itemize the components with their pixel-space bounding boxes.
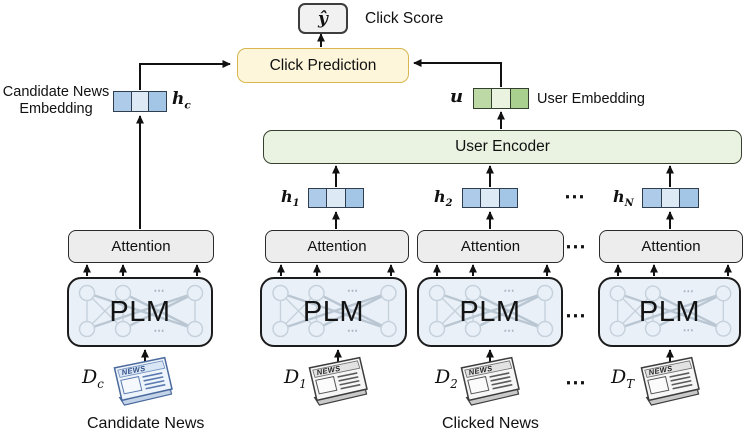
embedding-cell (326, 189, 345, 207)
clicked-news-caption: Clicked News (442, 415, 539, 432)
candidate-embedding-vector (113, 91, 167, 112)
plm-box-1: ⋯ ⋯ PLM (260, 277, 407, 347)
plm-network-graphic: ⋯ ⋯ (609, 285, 732, 337)
click-score-box: ŷ (298, 3, 348, 34)
click-prediction-label: Click Prediction (269, 56, 377, 74)
user-encoder-box: User Encoder (263, 130, 742, 164)
hc-symbol: hc (172, 89, 191, 112)
svg-text:⋯: ⋯ (154, 325, 165, 337)
embedding-cell (474, 89, 492, 108)
plm-label: PLM (638, 295, 701, 328)
user-embedding-label: User Embedding (537, 91, 645, 107)
newspaper-icon-1: NEWS (308, 356, 368, 406)
newspaper-icon-T: NEWS (640, 356, 700, 406)
ellipsis-attention: ⋯ (565, 235, 587, 258)
user-embedding-vector (473, 88, 529, 109)
embedding-cell (463, 189, 481, 207)
hN-symbol: hN (613, 187, 634, 210)
news-embedding-vector-1 (308, 188, 364, 208)
svg-text:⋯: ⋯ (347, 325, 358, 337)
ellipsis-documents: ⋯ (565, 371, 587, 394)
embedding-cell (480, 189, 499, 207)
embedding-cell (130, 92, 149, 111)
yhat-symbol: ŷ (318, 8, 328, 29)
plm-label: PLM (109, 295, 171, 328)
embedding-cell (344, 189, 363, 207)
plm-box-2: ⋯ ⋯ PLM (417, 277, 563, 347)
embedding-cell (309, 189, 327, 207)
svg-text:⋯: ⋯ (504, 325, 515, 337)
plm-box-candidate: ⋯ ⋯ PLM (67, 277, 213, 347)
attention-box-N: Attention (599, 230, 743, 263)
click-prediction-box: Click Prediction (237, 48, 409, 83)
svg-text:⋯: ⋯ (347, 285, 358, 297)
plm-box-N: ⋯ ⋯ PLM (598, 277, 741, 347)
candidate-news-caption: Candidate News (87, 415, 205, 432)
embedding-cell (148, 92, 167, 111)
plm-label: PLM (459, 295, 521, 328)
click-score-label: Click Score (365, 10, 444, 27)
h1-symbol: h1 (281, 187, 300, 210)
dT-symbol: DT (611, 366, 635, 391)
plm-label: PLM (302, 295, 365, 328)
u-symbol: u (450, 86, 464, 107)
embedding-cell (660, 189, 680, 207)
embedding-cell (509, 89, 528, 108)
attention-box-2: Attention (417, 230, 564, 263)
newspaper-icon-2: NEWS (460, 356, 520, 406)
candidate-embedding-label: Candidate News Embedding (2, 84, 110, 117)
svg-text:⋯: ⋯ (154, 285, 165, 297)
ellipsis-plm: ⋯ (565, 304, 587, 327)
attention-box-candidate: Attention (68, 230, 214, 263)
newspaper-icon-candidate: NEWS (113, 356, 173, 406)
svg-text:⋯: ⋯ (683, 325, 694, 337)
h2-symbol: h2 (434, 187, 453, 210)
dc-symbol: Dc (82, 366, 104, 391)
attention-box-1: Attention (265, 230, 409, 263)
plm-network-graphic: ⋯ ⋯ (78, 284, 204, 338)
embedding-cell (114, 92, 131, 111)
news-embedding-vector-2 (462, 188, 518, 208)
d2-symbol: D2 (435, 366, 458, 391)
embedding-cell (679, 189, 699, 207)
embedding-cell (491, 89, 510, 108)
user-encoder-label: User Encoder (455, 138, 550, 155)
plm-network-graphic: ⋯ ⋯ (428, 284, 554, 338)
ellipsis-embeddings: ⋯ (564, 185, 586, 208)
svg-text:⋯: ⋯ (683, 285, 694, 297)
plm-network-graphic: ⋯ ⋯ (272, 284, 397, 338)
arrow-hc-to-clickpred (139, 60, 231, 90)
d1-symbol: D1 (284, 366, 307, 391)
embedding-cell (643, 189, 661, 207)
embedding-cell (498, 189, 517, 207)
news-embedding-vector-N (642, 188, 699, 208)
svg-text:⋯: ⋯ (504, 285, 515, 297)
arrow-u-to-clickpred (413, 59, 502, 87)
